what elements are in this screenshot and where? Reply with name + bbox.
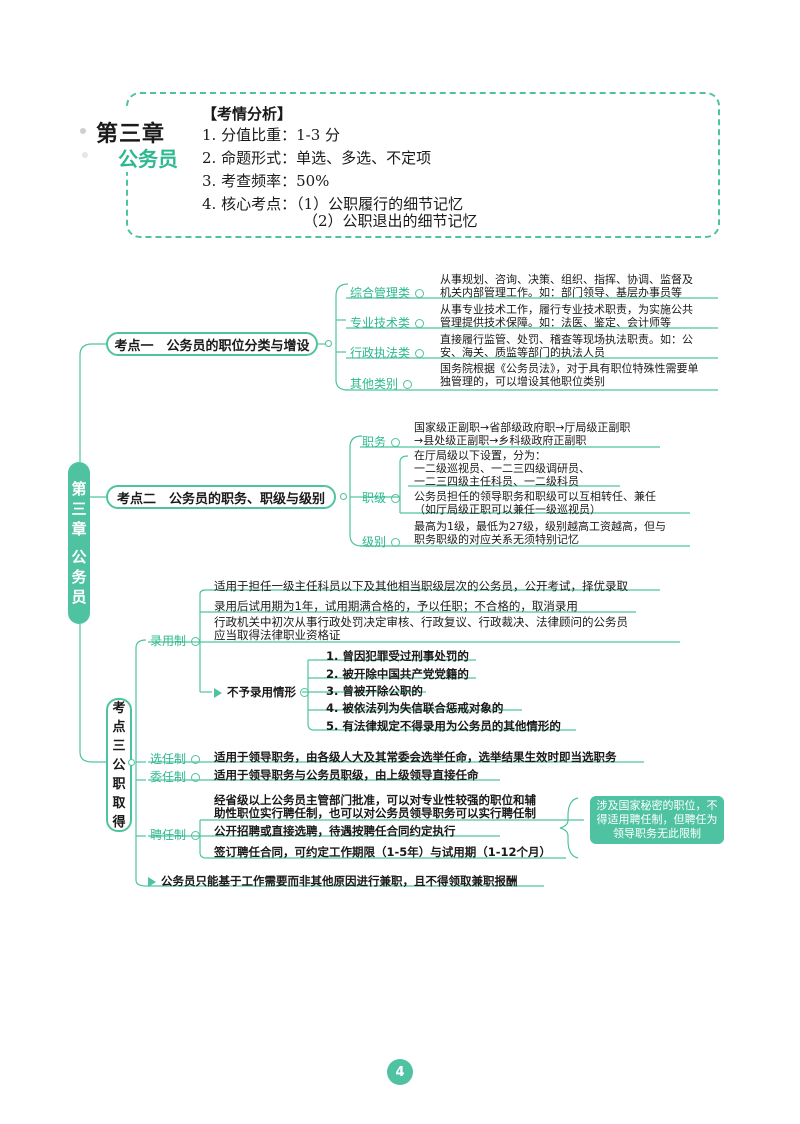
category-desc: 国务院根据《公务员法》，对于具有职位特殊性需要单独管理的，可以增设其他职位类别 bbox=[440, 362, 699, 388]
no-hire-label: 不予录用情形 bbox=[214, 684, 309, 700]
collapse-icon[interactable] bbox=[340, 493, 347, 500]
title-char: 公 bbox=[112, 757, 126, 773]
no-hire-item: 4. 被依法列为失信联合惩戒对象的 bbox=[326, 701, 504, 715]
sidebar-char: 章 bbox=[71, 520, 87, 538]
analysis-line: 4. 核心考点：（1）公职履行的细节记忆 bbox=[202, 195, 464, 213]
hire-line: 公开招聘或直接选聘，待遇按聘任合同约定执行 bbox=[214, 824, 456, 838]
title-char: 得 bbox=[112, 814, 126, 830]
topic-three-title: 考 点 三 公 职 取 得 bbox=[106, 698, 132, 832]
sidebar-char: 第 bbox=[71, 480, 87, 498]
no-hire-item: 2. 被开除中国共产党党籍的 bbox=[326, 667, 469, 681]
category-desc: 从事规划、咨询、决策、组织、指挥、协调、监督及机关内部管理工作。如：部门领导、基… bbox=[440, 273, 693, 299]
dot-icon bbox=[80, 128, 86, 134]
no-hire-item: 1. 曾因犯罪受过刑事处罚的 bbox=[326, 649, 469, 663]
dot-icon bbox=[82, 152, 88, 158]
category-label: 录用制 bbox=[150, 632, 201, 649]
elect-desc: 适用于领导职务，由各级人大及其常委会选举任命，选举结果生效时即当选职务 bbox=[214, 750, 617, 764]
topic-one-title: 考点一 公务员的职位分类与增设 bbox=[106, 332, 318, 356]
title-char: 考 bbox=[112, 700, 126, 716]
title-char: 职 bbox=[112, 776, 126, 792]
category-desc: 直接履行监管、处罚、稽查等现场执法职责。如：公安、海关、质监等部门的执法人员 bbox=[440, 333, 693, 359]
title-char: 取 bbox=[112, 795, 126, 811]
category-desc: 从事专业技术工作，履行专业技术职责，为实施公共管理提供技术保障。如：法医、鉴定、… bbox=[440, 303, 693, 329]
no-hire-item: 5. 有法律规定不得录用为公务员的其他情形的 bbox=[326, 719, 561, 733]
category-label: 其他类别 bbox=[350, 375, 413, 392]
employ-line: 录用后试用期为1年，试用期满合格的，予以任职；不合格的，取消录用 bbox=[214, 599, 578, 613]
category-desc: 在厅局级以下设置，分为：一二级巡视员、一二三四级调研员、一二三四级主任科员、一二… bbox=[414, 449, 590, 488]
category-label: 委任制 bbox=[150, 768, 201, 785]
category-desc: 国家级正副职→省部级政府职→厅局级正副职→县处级正副职→乡科级政府正副职 bbox=[414, 421, 631, 447]
category-label: 聘任制 bbox=[150, 826, 201, 843]
hire-note-box: 涉及国家秘密的职位，不得适用聘任制，但聘任为领导职务无此限制 bbox=[590, 796, 724, 844]
category-desc: 最高为1级，最低为27级，级别越高工资越高，但与职务职级的对应关系无须特别记忆 bbox=[414, 520, 666, 546]
category-desc: 公务员担任的领导职务和职级可以互相转任、兼任（如厅局级正职可以兼任一级巡视员） bbox=[414, 490, 656, 516]
sidebar-char: 务 bbox=[71, 568, 87, 586]
title-char: 点 bbox=[112, 719, 126, 735]
flag-icon bbox=[148, 876, 156, 887]
category-label: 专业技术类 bbox=[350, 314, 425, 331]
flag-icon bbox=[214, 687, 222, 698]
category-label: 选任制 bbox=[150, 750, 201, 767]
category-label: 级别 bbox=[362, 533, 401, 550]
page-number: 4 bbox=[387, 1059, 413, 1085]
analysis-line: （2）公职退出的细节记忆 bbox=[303, 212, 478, 230]
collapse-icon[interactable] bbox=[128, 759, 135, 766]
chapter-sidebar: 第 三 章 公 务 员 bbox=[68, 462, 90, 624]
title-char: 三 bbox=[112, 738, 126, 754]
hire-line: 经省级以上公务员主管部门批准，可以对专业性较强的职位和辅助性职位实行聘任制，也可… bbox=[214, 793, 536, 820]
employ-line: 适用于担任一级主任科员以下及其他相当职级层次的公务员，公开考试，择优录取 bbox=[214, 579, 628, 593]
analysis-line: 1. 分值比重：1-3 分 bbox=[202, 126, 341, 144]
no-hire-item: 3. 曾被开除公职的 bbox=[326, 684, 423, 698]
analysis-title: 【考情分析】 bbox=[202, 105, 293, 123]
topic-two-title: 考点二 公务员的职务、职级与级别 bbox=[106, 485, 336, 509]
category-label: 行政执法类 bbox=[350, 344, 425, 361]
chapter-number: 第三章 bbox=[96, 122, 166, 147]
employ-line: 行政机关中初次从事行政处罚决定审核、行政复议、行政裁决、法律顾问的公务员应当取得… bbox=[214, 615, 628, 642]
category-label: 职级 bbox=[362, 489, 401, 506]
analysis-line: 2. 命题形式：单选、多选、不定项 bbox=[202, 149, 432, 167]
sidebar-char: 公 bbox=[71, 548, 87, 566]
sidebar-char: 三 bbox=[71, 500, 87, 518]
category-label: 综合管理类 bbox=[350, 284, 425, 301]
analysis-line: 3. 考查频率：50% bbox=[202, 172, 330, 190]
chapter-badge bbox=[76, 110, 188, 172]
appoint-desc: 适用于领导职务与公务员职级，由上级领导直接任命 bbox=[214, 768, 479, 782]
category-label: 职务 bbox=[362, 433, 401, 450]
part-time-rule: 公务员只能基于工作需要而非其他原因进行兼职，且不得领取兼职报酬 bbox=[148, 873, 518, 889]
collapse-icon[interactable] bbox=[325, 340, 332, 347]
sidebar-char: 员 bbox=[71, 588, 87, 606]
hire-line: 签订聘任合同，可约定工作期限（1-5年）与试用期（1-12个月） bbox=[214, 845, 552, 859]
chapter-name: 公务员 bbox=[118, 147, 178, 171]
